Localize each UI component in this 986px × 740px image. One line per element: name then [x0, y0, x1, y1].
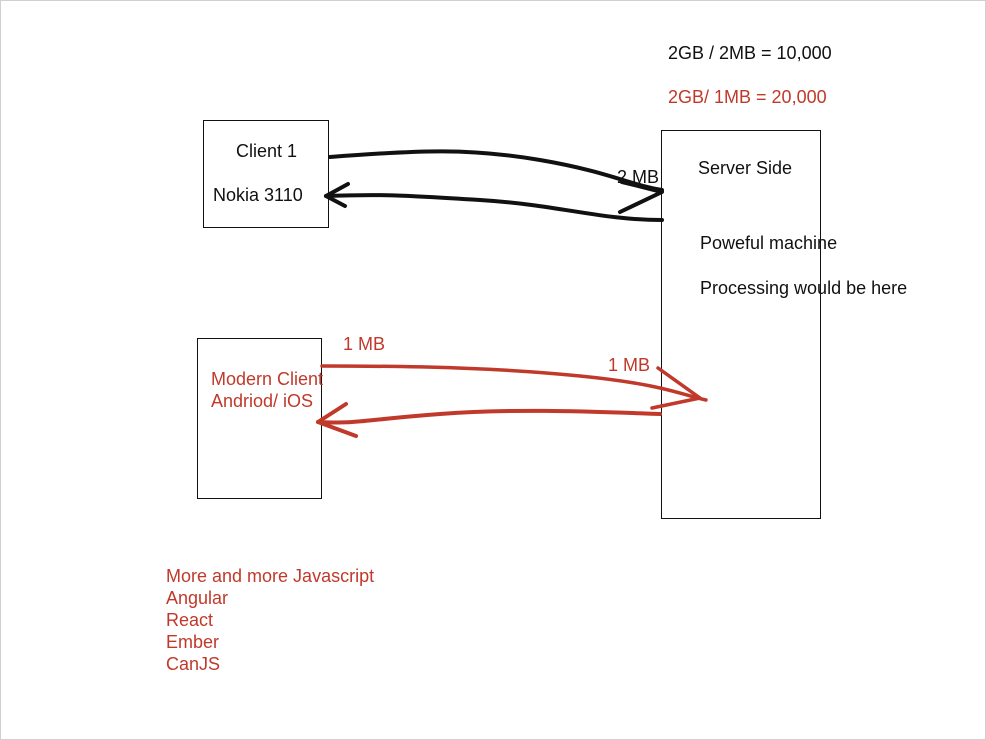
server-title: Server Side	[698, 158, 793, 178]
tech-item-canjs: CanJS	[166, 654, 221, 674]
modern-client-box	[197, 338, 322, 499]
server-box	[661, 130, 821, 519]
calc-line-1mb: 2GB/ 1MB = 20,000	[668, 87, 827, 107]
tech-item-angular: Angular	[166, 588, 229, 608]
modern-client-title: Modern Client	[211, 369, 324, 389]
black-arrow-label: 2 MB	[617, 167, 660, 187]
tech-item-ember: Ember	[166, 632, 220, 652]
tech-item-react: React	[166, 610, 214, 630]
tech-list: Angular React Ember CanJS	[166, 587, 228, 675]
red-arrow-label-right: 1 MB	[608, 355, 651, 375]
calc-line-2mb: 2GB / 2MB = 10,000	[668, 43, 832, 63]
tech-heading: More and more Javascript	[166, 566, 375, 586]
server-line-machine: Poweful machine	[700, 233, 838, 253]
red-arrow-label-left: 1 MB	[343, 334, 386, 354]
client1-device: Nokia 3110	[213, 185, 303, 205]
modern-client-platform: Andriod/ iOS	[211, 391, 314, 411]
server-line-processing: Processing would be here	[700, 278, 908, 298]
client1-title: Client 1	[236, 141, 298, 161]
client1-box	[203, 120, 329, 228]
